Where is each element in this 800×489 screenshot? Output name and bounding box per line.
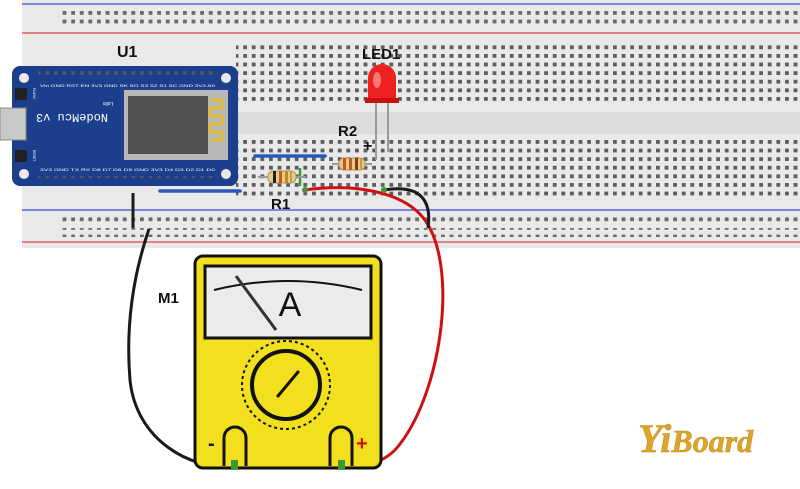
meter-symbol: A (279, 286, 302, 324)
resistor-r2 (332, 157, 372, 171)
board-subtitle: Lolin (103, 100, 114, 106)
logo-part-1: Yi (638, 416, 671, 461)
nodemcu-board: NodeMcu v3 Lolin Vin GND RST EN 3V3 GND … (0, 66, 238, 186)
flash-label: FLASH (32, 88, 36, 99)
label-u1: U1 (117, 44, 138, 61)
label-r2: R2 (338, 123, 357, 140)
top-pin-labels: Vin GND RST EN 3V3 GND SK SO S3 S2 S1 SC… (40, 84, 215, 88)
label-led-plus: + (363, 138, 372, 155)
board-title: NodeMcu v3 (36, 110, 108, 124)
positive-label: + (356, 433, 368, 455)
svg-text:YiBoard: YiBoard (638, 416, 754, 461)
meter-dial (241, 340, 331, 430)
wire-black-left (127, 228, 235, 469)
wire-red (304, 186, 445, 469)
yiboard-logo: YiBoard (638, 416, 755, 462)
meter-needle (234, 275, 278, 331)
usb-connector (0, 107, 27, 141)
reset-label: RESET (32, 150, 36, 161)
ammeter: A - + (193, 254, 383, 470)
label-led1: LED1 (362, 46, 400, 63)
wire-black-right (383, 187, 431, 229)
positive-jack (328, 425, 354, 466)
negative-label: - (208, 433, 215, 455)
negative-jack (222, 425, 248, 466)
led (365, 64, 399, 160)
flash-button (15, 88, 27, 100)
reset-button (15, 150, 27, 162)
resistor-r1 (258, 170, 306, 184)
logo-part-2: Board (670, 423, 754, 459)
meter-display (203, 264, 373, 340)
bottom-pin-labels: 3V3 GND TX RX D8 D7 D6 D5 GND 3V3 D4 D3 … (40, 168, 215, 172)
label-m1: M1 (158, 290, 179, 307)
label-r1: R1 (271, 196, 290, 213)
